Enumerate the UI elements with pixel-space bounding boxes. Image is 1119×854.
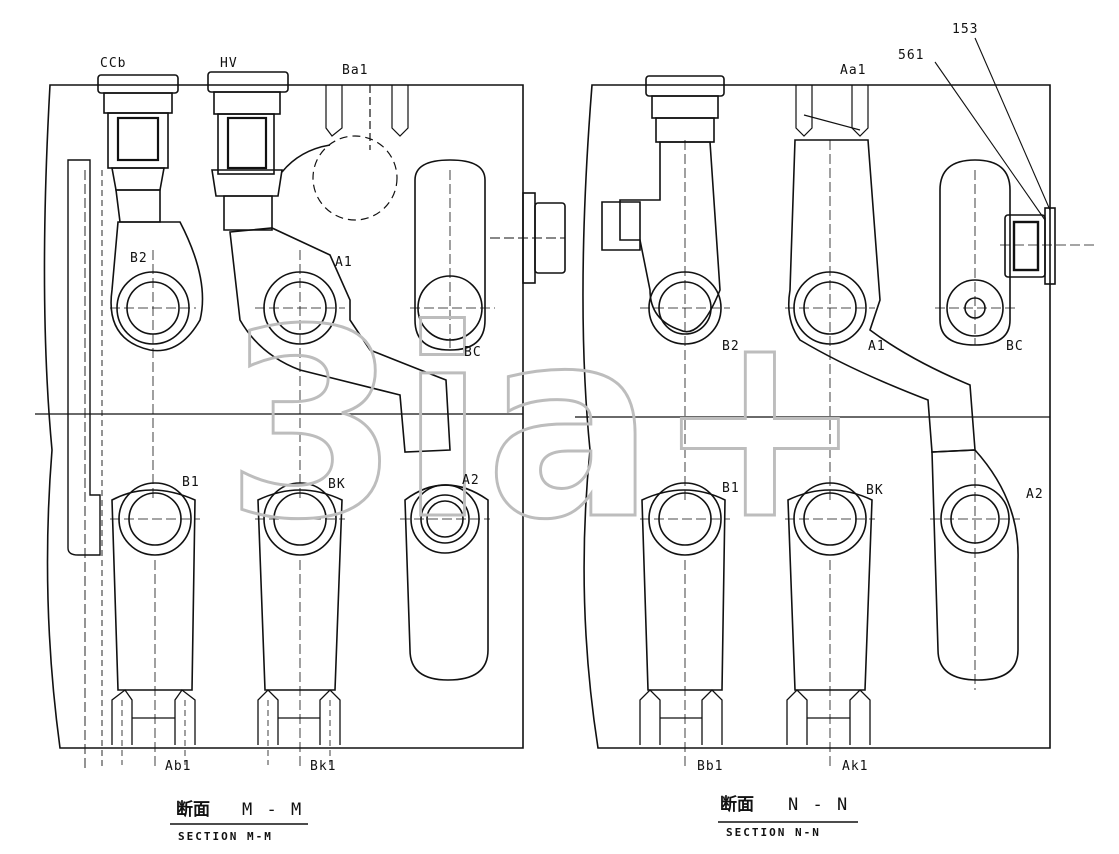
- aa1-ports: [795, 85, 869, 137]
- callout-153: 153: [952, 22, 978, 37]
- label-b1-left: B1: [182, 475, 200, 490]
- label-ba1: Ba1: [342, 63, 368, 78]
- bore-a1-left: [229, 144, 451, 500]
- bottom-ports-left: [111, 560, 341, 770]
- label-ccb: CCb: [100, 56, 126, 71]
- top-plug-right: [601, 75, 725, 500]
- section-m-subtitle: SECTION M-M: [178, 830, 273, 843]
- label-a2-right: A2: [1026, 487, 1044, 502]
- label-a1-left: A1: [335, 255, 353, 270]
- valve-body-left: [43, 84, 524, 749]
- watermark: 3ia+: [225, 275, 865, 577]
- label-ak1: Ak1: [842, 759, 868, 774]
- bore-bk-right: [785, 482, 875, 691]
- bore-b2-left: [110, 221, 204, 500]
- section-n-subtitle: SECTION N-N: [726, 826, 821, 839]
- label-hv: HV: [220, 56, 238, 71]
- section-n-kanji: 断面: [720, 794, 754, 815]
- label-bk1: Bk1: [310, 759, 336, 774]
- label-b1-right: B1: [722, 481, 740, 496]
- side-fitting-right: [1000, 207, 1095, 285]
- bore-a2-right: [930, 449, 1020, 690]
- section-n-n: [575, 37, 1095, 770]
- callout-leaders: [934, 37, 1051, 221]
- label-b2-left: B2: [130, 251, 148, 266]
- ba1-ports: [312, 85, 409, 221]
- hv-plug: [207, 71, 289, 231]
- label-aa1: Aa1: [840, 63, 866, 78]
- label-bk-right: BK: [866, 483, 884, 498]
- passage-left: [67, 159, 101, 556]
- bore-a2-left: [400, 484, 490, 681]
- side-fitting-left: [490, 192, 566, 284]
- callout-561: 561: [898, 48, 924, 63]
- label-ab1: Ab1: [165, 759, 191, 774]
- bore-bk-left: [255, 482, 345, 691]
- label-a1-right: A1: [868, 339, 886, 354]
- section-m-m: [35, 71, 566, 770]
- bore-bc-right: [935, 159, 1015, 346]
- valve-body-right: [582, 84, 1051, 749]
- section-n-title: N - N: [788, 795, 849, 815]
- ccb-plug: [97, 74, 179, 223]
- bore-b1-right: [640, 482, 730, 691]
- label-a2-left: A2: [462, 473, 480, 488]
- label-bc-right: BC: [1006, 339, 1024, 354]
- bore-b1-left: [110, 482, 200, 691]
- label-bc-left: BC: [464, 345, 482, 360]
- label-bb1: Bb1: [697, 759, 723, 774]
- section-m-kanji: 断面: [176, 799, 210, 820]
- section-m-title: M - M: [242, 800, 303, 820]
- bottom-ports-right: [639, 560, 871, 770]
- label-bk-left: BK: [328, 477, 346, 492]
- bore-bc-left: [410, 159, 495, 351]
- bore-a1-right: [785, 139, 976, 500]
- bore-b2-right: [640, 271, 730, 345]
- label-b2-right: B2: [722, 339, 740, 354]
